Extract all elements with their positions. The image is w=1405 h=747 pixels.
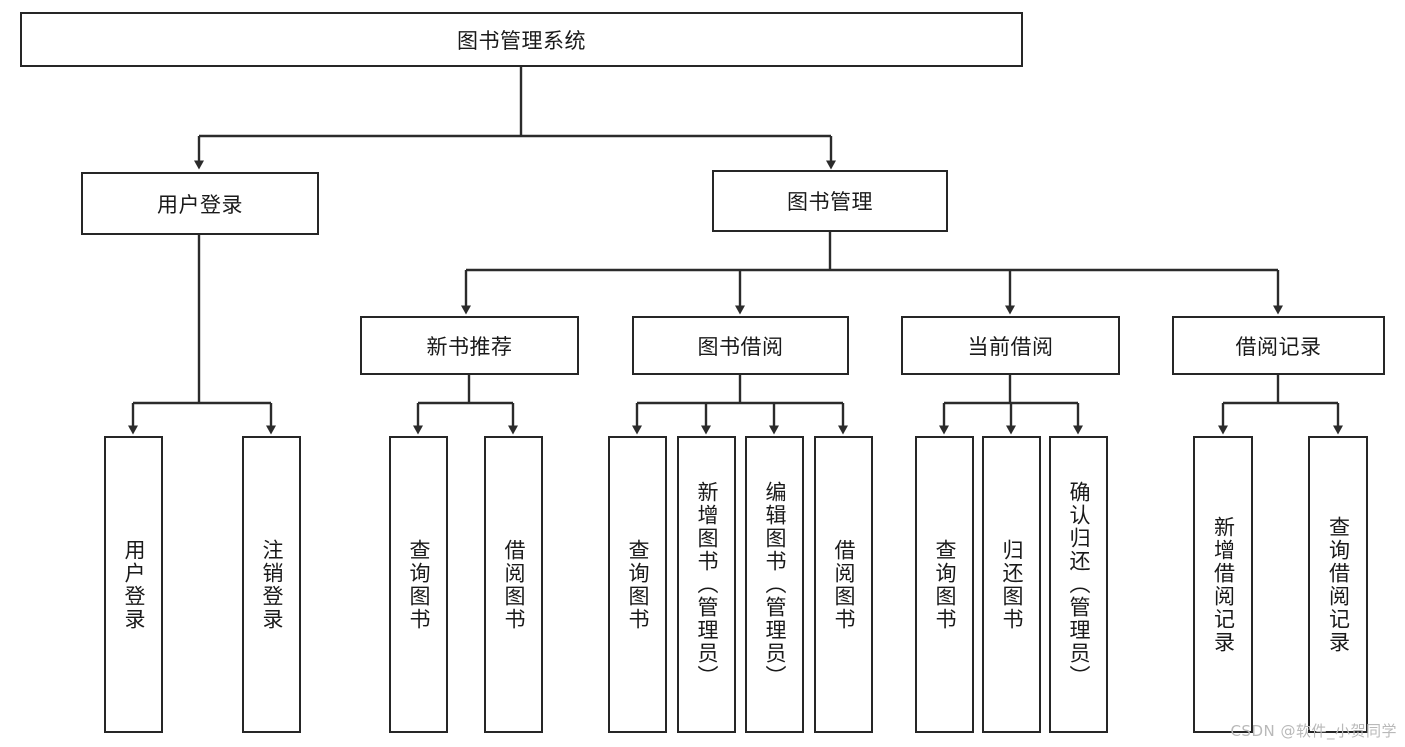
node-label: 确认归还（管理员） bbox=[1066, 481, 1091, 688]
node-label: 新增图书（管理员） bbox=[694, 481, 719, 688]
watermark-text: CSDN @软件_小贺同学 bbox=[1230, 722, 1397, 740]
leaf-query-borrow-record[interactable]: 查询借阅记录 bbox=[1308, 436, 1368, 733]
node-book-borrow[interactable]: 图书借阅 bbox=[632, 316, 849, 375]
node-label: 注销登录 bbox=[259, 538, 284, 631]
node-label: 当前借阅 bbox=[967, 334, 1054, 359]
node-label: 图书借阅 bbox=[697, 334, 784, 359]
node-label: 查询图书 bbox=[625, 538, 650, 631]
node-label: 借阅记录 bbox=[1235, 334, 1322, 359]
node-borrow-record[interactable]: 借阅记录 bbox=[1172, 316, 1385, 375]
node-current-borrow[interactable]: 当前借阅 bbox=[901, 316, 1120, 375]
node-label: 用户登录 bbox=[157, 192, 243, 217]
leaf-user-login[interactable]: 用户登录 bbox=[104, 436, 163, 733]
leaf-logout-login[interactable]: 注销登录 bbox=[242, 436, 301, 733]
leaf-add-book[interactable]: 新增图书（管理员） bbox=[677, 436, 736, 733]
node-label: 查询图书 bbox=[406, 538, 431, 631]
node-label: 图书管理系统 bbox=[457, 28, 586, 53]
leaf-borrow-book-1[interactable]: 借阅图书 bbox=[484, 436, 543, 733]
node-user-login[interactable]: 用户登录 bbox=[81, 172, 319, 235]
node-label: 新增借阅记录 bbox=[1211, 515, 1236, 654]
node-label: 图书管理 bbox=[787, 190, 873, 214]
leaf-query-book-3[interactable]: 查询图书 bbox=[915, 436, 974, 733]
node-label: 编辑图书（管理员） bbox=[762, 481, 787, 688]
node-label: 查询图书 bbox=[932, 538, 957, 631]
node-label: 用户登录 bbox=[121, 538, 146, 631]
leaf-edit-book[interactable]: 编辑图书（管理员） bbox=[745, 436, 804, 733]
leaf-return-book[interactable]: 归还图书 bbox=[982, 436, 1041, 733]
node-label: 查询借阅记录 bbox=[1326, 515, 1351, 654]
leaf-borrow-book-2[interactable]: 借阅图书 bbox=[814, 436, 873, 733]
node-label: 借阅图书 bbox=[831, 538, 856, 631]
leaf-query-book-2[interactable]: 查询图书 bbox=[608, 436, 667, 733]
node-root-system[interactable]: 图书管理系统 bbox=[20, 12, 1023, 67]
leaf-add-borrow-record[interactable]: 新增借阅记录 bbox=[1193, 436, 1253, 733]
node-label: 新书推荐 bbox=[426, 334, 513, 359]
node-new-book-recommend[interactable]: 新书推荐 bbox=[360, 316, 579, 375]
node-book-management[interactable]: 图书管理 bbox=[712, 170, 948, 232]
node-label: 归还图书 bbox=[999, 538, 1024, 631]
leaf-query-book-1[interactable]: 查询图书 bbox=[389, 436, 448, 733]
node-label: 借阅图书 bbox=[501, 538, 526, 631]
leaf-confirm-return[interactable]: 确认归还（管理员） bbox=[1049, 436, 1108, 733]
